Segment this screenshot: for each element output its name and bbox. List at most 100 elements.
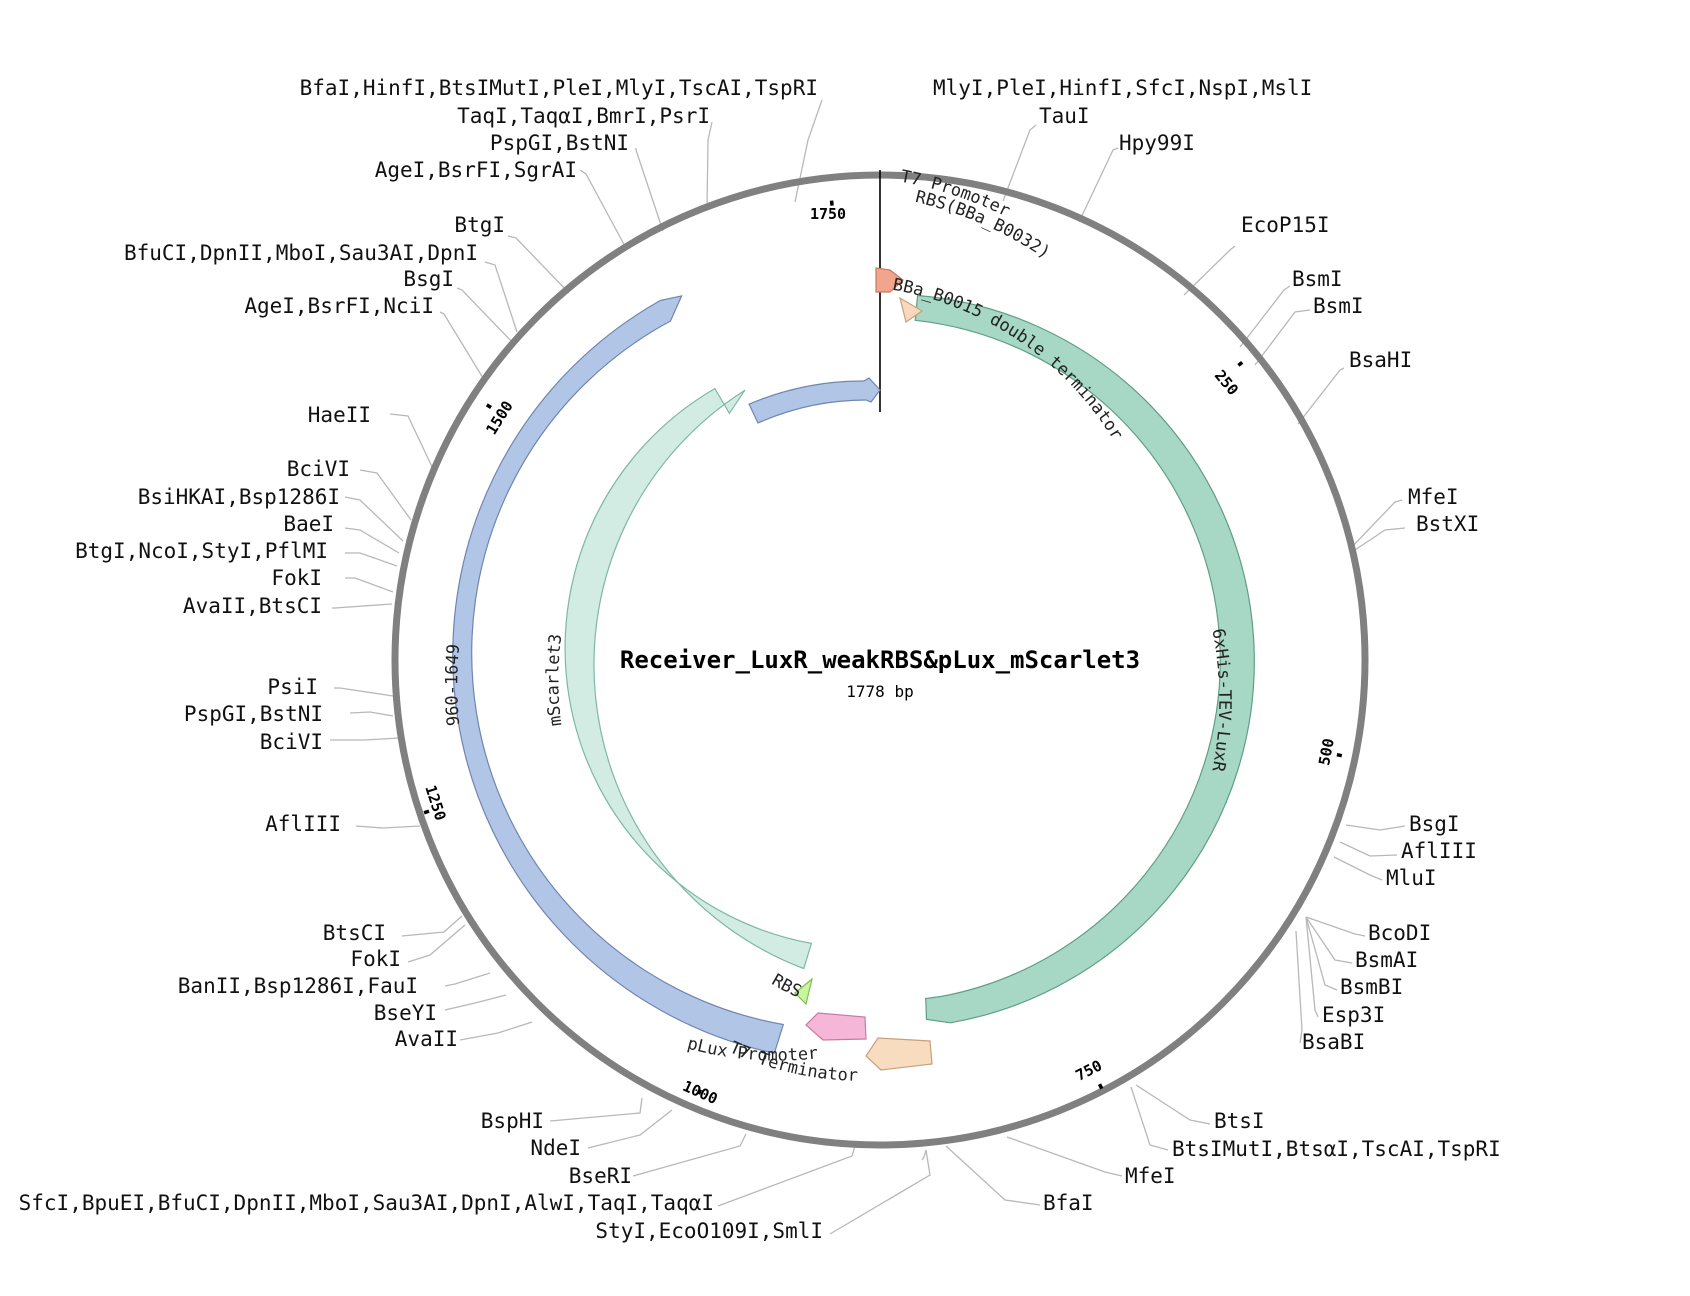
enzyme-leader bbox=[1002, 124, 1037, 202]
enzyme-label[interactable]: BstXI bbox=[1416, 512, 1479, 536]
enzyme-leader bbox=[1254, 309, 1311, 366]
enzyme-leader bbox=[635, 148, 664, 232]
enzyme-leader bbox=[344, 496, 404, 542]
enzyme-leader bbox=[1297, 367, 1345, 425]
enzyme-leader bbox=[401, 915, 463, 937]
enzyme-label[interactable]: BsgI bbox=[403, 267, 454, 291]
enzyme-label[interactable]: BtgI bbox=[454, 213, 505, 237]
enzyme-leader bbox=[1348, 499, 1403, 551]
enzyme-leader bbox=[1130, 1086, 1169, 1151]
feature-label-960-1649: 960-1649 bbox=[442, 643, 464, 727]
enzyme-label[interactable]: BtsIMutI,BtsαI,TscAI,TspRI bbox=[1172, 1137, 1501, 1161]
enzyme-label[interactable]: MlyI,PleI,HinfI,SfcI,NspI,MslI bbox=[933, 76, 1312, 100]
feature-bba-b0015-terminator[interactable] bbox=[748, 377, 881, 424]
tick-marks bbox=[423, 200, 1343, 1095]
enzyme-label[interactable]: BsmAI bbox=[1355, 948, 1418, 972]
enzyme-label[interactable]: FokI bbox=[271, 566, 322, 590]
enzyme-leader bbox=[829, 1149, 931, 1235]
enzyme-label[interactable]: AgeI,BsrFI,SgrAI bbox=[375, 158, 577, 182]
feature-rbs-bba-b0032[interactable] bbox=[899, 296, 924, 323]
tick-label: 500 bbox=[1315, 737, 1338, 767]
enzyme-label[interactable]: BsmBI bbox=[1340, 975, 1403, 999]
enzyme-leader bbox=[579, 169, 628, 251]
feature-6xhis-tev-luxr[interactable] bbox=[914, 294, 1255, 1024]
enzyme-leader bbox=[345, 577, 394, 593]
enzyme-leader bbox=[389, 413, 435, 472]
enzyme-label[interactable]: MfeI bbox=[1125, 1164, 1176, 1188]
feature-t7-promoter[interactable] bbox=[875, 267, 904, 293]
enzyme-leader bbox=[456, 287, 514, 344]
enzyme-label[interactable]: BfaI bbox=[1043, 1191, 1094, 1215]
enzyme-label[interactable]: BsgI bbox=[1409, 812, 1460, 836]
enzyme-label[interactable]: BseRI bbox=[569, 1164, 632, 1188]
enzyme-leader bbox=[1305, 916, 1366, 937]
enzyme-label[interactable]: PspGI,BstNI bbox=[184, 702, 323, 726]
enzyme-label[interactable]: MluI bbox=[1386, 866, 1437, 890]
enzyme-leader bbox=[355, 825, 421, 829]
enzyme-leader bbox=[1135, 1084, 1211, 1125]
tick-label: 750 bbox=[1073, 1056, 1105, 1084]
enzyme-label[interactable]: BciVI bbox=[260, 730, 323, 754]
enzyme-label[interactable]: AflIII bbox=[1401, 839, 1477, 863]
enzyme-label[interactable]: BcoDI bbox=[1368, 921, 1431, 945]
enzyme-label[interactable]: AgeI,BsrFI,NciI bbox=[244, 294, 434, 318]
enzyme-label[interactable]: Hpy99I bbox=[1119, 131, 1195, 155]
enzyme-label[interactable]: BanII,Bsp1286I,FauI bbox=[178, 974, 418, 998]
enzyme-label[interactable]: BtgI,NcoI,StyI,PflMI bbox=[75, 539, 328, 563]
enzyme-label[interactable]: FokI bbox=[350, 947, 401, 971]
enzyme-label[interactable]: BspHI bbox=[481, 1109, 544, 1133]
plasmid-title: Receiver_LuxR_weakRBS&pLux_mScarlet3 bbox=[620, 646, 1140, 674]
enzyme-label[interactable]: BtsCI bbox=[323, 921, 386, 945]
enzyme-label[interactable]: MfeI bbox=[1408, 485, 1459, 509]
enzyme-leader bbox=[945, 1145, 1041, 1206]
enzyme-label[interactable]: BfuCI,DpnII,MboI,Sau3AI,DpnI bbox=[124, 241, 478, 265]
enzyme-label[interactable]: AvaII bbox=[395, 1027, 458, 1051]
feature-plux-promoter[interactable] bbox=[805, 1012, 867, 1041]
enzyme-label[interactable]: PspGI,BstNI bbox=[490, 131, 629, 155]
enzyme-label[interactable]: StyI,EcoO109I,SmlI bbox=[595, 1219, 823, 1243]
enzyme-label[interactable]: AflIII bbox=[265, 812, 341, 836]
enzyme-leader bbox=[444, 972, 491, 987]
enzyme-label[interactable]: NdeI bbox=[530, 1136, 581, 1160]
enzyme-leader bbox=[1305, 916, 1319, 1018]
enzyme-label[interactable]: BciVI bbox=[287, 457, 350, 481]
enzyme-label[interactable]: BsaHI bbox=[1349, 348, 1412, 372]
enzyme-label[interactable]: SfcI,BpuEI,BfuCI,DpnII,MboI,Sau3AI,DpnI,… bbox=[19, 1191, 714, 1215]
enzyme-label[interactable]: BsiHKAI,Bsp1286I bbox=[138, 485, 340, 509]
enzyme-label[interactable]: EcoP15I bbox=[1241, 213, 1330, 237]
enzyme-leaders bbox=[330, 99, 1406, 1235]
enzyme-leader bbox=[459, 1021, 533, 1041]
feature-rbs[interactable] bbox=[794, 977, 814, 1006]
enzyme-leader bbox=[1333, 856, 1383, 881]
enzyme-leader bbox=[407, 924, 466, 963]
enzyme-leader bbox=[332, 603, 393, 609]
tick-mark bbox=[1237, 360, 1244, 367]
enzyme-label[interactable]: BtsI bbox=[1214, 1109, 1265, 1133]
feature-960-1649[interactable] bbox=[452, 295, 785, 1054]
enzyme-label[interactable]: BseYI bbox=[374, 1001, 437, 1025]
enzyme-label[interactable]: TauI bbox=[1039, 104, 1090, 128]
enzyme-label[interactable]: BsmI bbox=[1313, 294, 1364, 318]
enzyme-label[interactable]: TaqI,TaqαI,BmrI,PsrI bbox=[457, 104, 710, 128]
feature-mscarlet3[interactable] bbox=[564, 387, 813, 970]
enzyme-leader bbox=[632, 1133, 747, 1177]
enzyme-label[interactable]: BsmI bbox=[1292, 267, 1343, 291]
enzyme-label[interactable]: HaeII bbox=[308, 403, 371, 427]
plasmid-length: 1778 bp bbox=[846, 682, 913, 701]
enzyme-label[interactable]: PsiI bbox=[267, 675, 318, 699]
enzyme-leader bbox=[587, 1109, 673, 1149]
enzyme-leader bbox=[706, 121, 713, 210]
enzyme-leader bbox=[1351, 527, 1406, 553]
enzyme-leader bbox=[1006, 1136, 1123, 1177]
enzyme-label[interactable]: BfaI,HinfI,BtsIMutI,PleI,MlyI,TscAI,TspR… bbox=[300, 76, 818, 100]
enzyme-leader bbox=[507, 235, 570, 294]
enzyme-leader bbox=[359, 469, 412, 521]
enzyme-label[interactable]: AvaII,BtsCI bbox=[183, 594, 322, 618]
enzyme-label[interactable]: BsaBI bbox=[1302, 1030, 1365, 1054]
enzyme-label[interactable]: BaeI bbox=[283, 512, 334, 536]
feature-t7-terminator[interactable] bbox=[865, 1037, 933, 1071]
enzyme-leader bbox=[345, 552, 398, 567]
enzyme-label[interactable]: Esp3I bbox=[1322, 1003, 1385, 1027]
enzyme-leader bbox=[1295, 930, 1303, 1044]
tick-label: 1250 bbox=[421, 783, 449, 823]
